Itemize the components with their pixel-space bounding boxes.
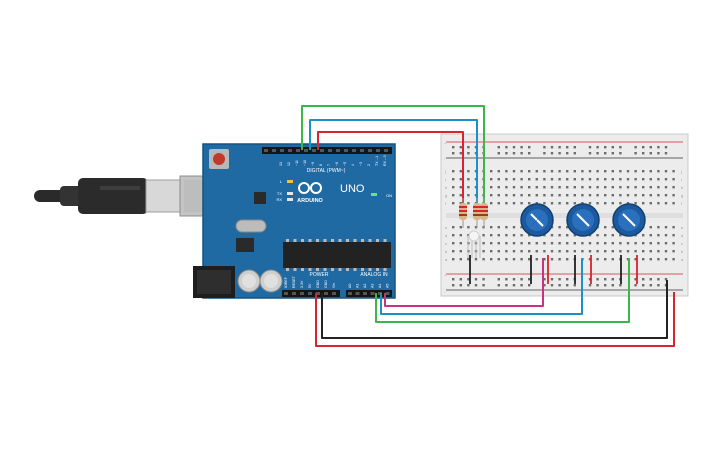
power-pin-label: RESET [292,275,296,288]
row-letter: d [445,233,447,238]
wire-magenta-analog [384,258,544,307]
row-letter: i [681,177,682,182]
resistor-3 [480,198,488,228]
wire-blue-top [309,119,478,205]
analog-in-label: ANALOG IN [360,272,388,278]
rail-minus-label-top: - [444,156,446,161]
on-led-label: ON [386,193,392,198]
analog-pin-label: A5 [386,284,390,288]
resistor-1 [459,198,467,228]
digital-pin-label: ~10 [303,160,307,166]
atmega-chip [283,242,391,268]
digital-pin-label: 7 [327,164,331,166]
analog-pin-label: A1 [356,284,360,288]
analog-pin-label: A3 [371,284,375,288]
digital-pin-label: TX→1 [375,156,379,166]
digital-pin-label: ~5 [343,162,347,166]
usb-cable[interactable] [34,175,231,217]
row-letter: c [445,241,447,246]
row-letter: h [445,185,447,190]
digital-header[interactable] [262,147,392,154]
wire-green-analog [375,258,630,323]
digital-pin-label: 4 [351,164,355,166]
digital-pin-label: ~3 [359,162,363,166]
arduino-uno-board[interactable]: DIGITAL (PWM~) POWER ANALOG IN ON L TX R… [193,143,396,299]
row-letter: c [681,241,683,246]
power-pin-label: Vin [332,283,336,288]
tx-led-label: TX [277,191,282,196]
rgb-led[interactable] [467,230,481,258]
model-label: UNO [340,183,365,195]
power-pin-label: IOREF [284,276,288,288]
row-letter: e [445,225,448,230]
analog-pin-label: A0 [348,284,352,288]
power-pin-label: 3.3V [300,280,304,288]
rx-led-label: RX [276,197,282,202]
power-pin-label: 5V [308,283,312,288]
row-letter: j [444,169,446,174]
analog-header[interactable] [346,290,392,297]
row-letter: b [681,249,684,254]
wire-black-gnd [321,280,668,339]
digital-pin-label: RX←0 [383,155,387,166]
wire-blue-analog [380,258,583,315]
resistor-2 [473,198,481,228]
digital-pin-label: ~9 [311,162,315,166]
rail-plus-label-top: + [444,141,447,146]
brand-label: ARDUINO [297,198,323,204]
row-letter: d [681,233,683,238]
capacitors [237,269,283,293]
power-pin-label: GND [316,280,320,288]
rail-minus-label-bottom: - [444,289,446,294]
digital-pin-label: 12 [287,162,291,166]
row-letter: g [445,193,447,198]
wire-green-top [301,105,485,205]
potentiometer-2[interactable] [566,203,600,237]
resistors[interactable] [459,198,488,228]
digital-pin-label: 13 [279,162,283,166]
row-letter: f [445,201,447,206]
row-letter: b [445,249,448,254]
row-letter: j [680,169,682,174]
potentiometer-3[interactable] [612,203,646,237]
row-letter: f [681,201,683,206]
wire-red-top [317,131,464,205]
row-letter: e [681,225,684,230]
digital-pin-label: ~6 [335,162,339,166]
arduino-logo: ARDUINO UNO [297,182,365,204]
row-letter: a [445,257,448,262]
wire-red-5v [315,292,675,347]
row-letter: i [445,177,446,182]
row-letter: h [681,185,683,190]
wires [301,105,675,347]
potentiometer-1[interactable] [520,203,554,237]
analog-pin-label: A2 [363,284,367,288]
digital-pin-label: 8 [319,164,323,166]
row-letter: a [681,257,684,262]
row-letter: g [681,193,683,198]
rail-plus-label-bottom: + [444,273,447,278]
power-label: POWER [310,272,329,278]
digital-header-label: DIGITAL (PWM~) [307,168,346,174]
power-pin-label: GND [324,280,328,288]
digital-pin-label: 2 [367,164,371,166]
digital-pin-label: ~11 [295,160,299,166]
analog-pin-label: A4 [378,284,382,288]
l-led-label: L [280,179,283,184]
